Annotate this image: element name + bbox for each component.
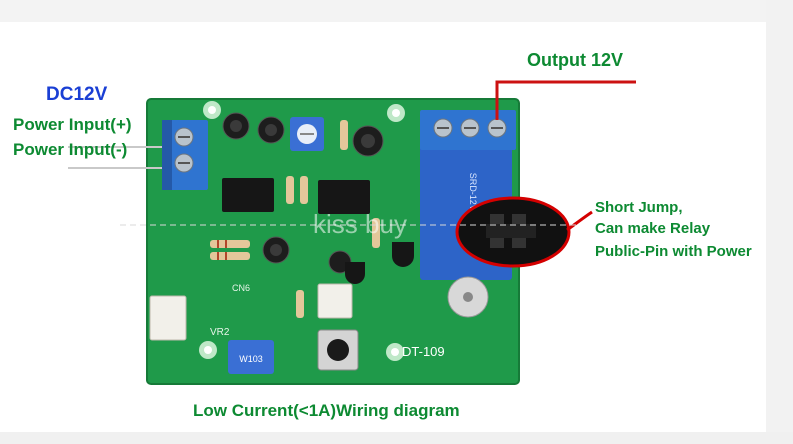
resistor-group [210,120,380,318]
pot-text: W103 [239,354,263,364]
window-bottom-bar [0,432,793,444]
label-short-jump-1: Short Jump, [595,199,683,216]
board-model: DT-109 [402,344,445,359]
transistor [392,242,414,267]
watermark-text: kiss buy [313,209,407,239]
connector-left [149,295,187,341]
jumper-pointer [566,210,593,232]
ic-chip [318,180,370,214]
window-right-bar [766,0,793,444]
label-short-jump-3: Public-Pin with Power [595,243,752,260]
trimmer-pot-bottom [228,340,274,374]
silk-cn6: CN6 [232,283,250,293]
label-short-jump-2: Can make Relay [595,220,711,237]
caption: Low Current(<1A)Wiring diagram [193,401,460,420]
ic-chip [222,178,274,212]
label-dc12v: DC12V [46,84,108,105]
output-wire [495,80,636,120]
connector-mid [317,283,353,319]
label-output: Output 12V [527,50,624,70]
silk-vr2: VR2 [210,327,230,338]
window-top-bar [0,0,793,22]
label-power-minus: Power Input(-) [13,140,128,159]
transistor [345,262,365,284]
label-power-plus: Power Input(+) [13,115,132,134]
